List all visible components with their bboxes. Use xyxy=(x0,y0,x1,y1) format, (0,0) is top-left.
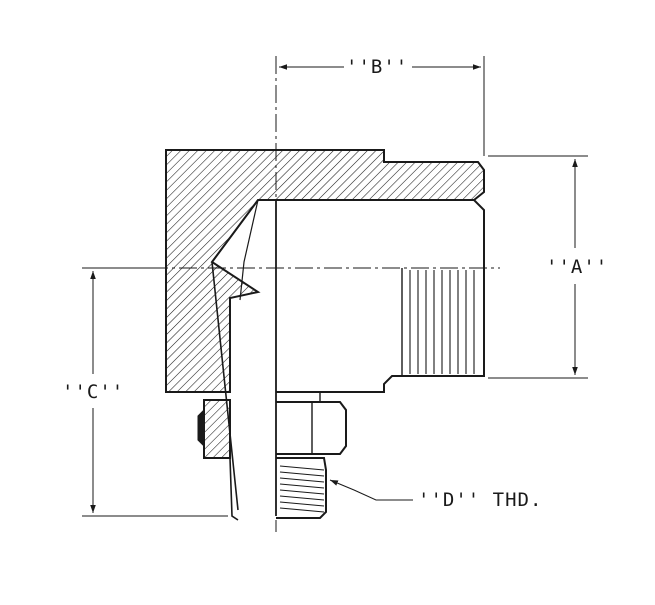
lock-nut-left xyxy=(203,399,231,459)
dim-a-label: ''A'' xyxy=(546,256,608,278)
male-thread-lines xyxy=(279,465,325,513)
male-thread-stud xyxy=(276,457,327,519)
female-thread-lines xyxy=(409,270,475,374)
hex-nut xyxy=(276,401,347,455)
dim-d-leader xyxy=(329,479,413,501)
o-ring-left xyxy=(197,408,205,448)
dim-b-label: ''B'' xyxy=(346,56,408,78)
stud-left-wall xyxy=(229,457,239,521)
dim-c-label: ''C'' xyxy=(62,381,124,403)
drill-tip-edge xyxy=(239,199,259,301)
dim-d-label: ''D'' THD. xyxy=(418,489,542,511)
body-outline xyxy=(276,199,485,393)
